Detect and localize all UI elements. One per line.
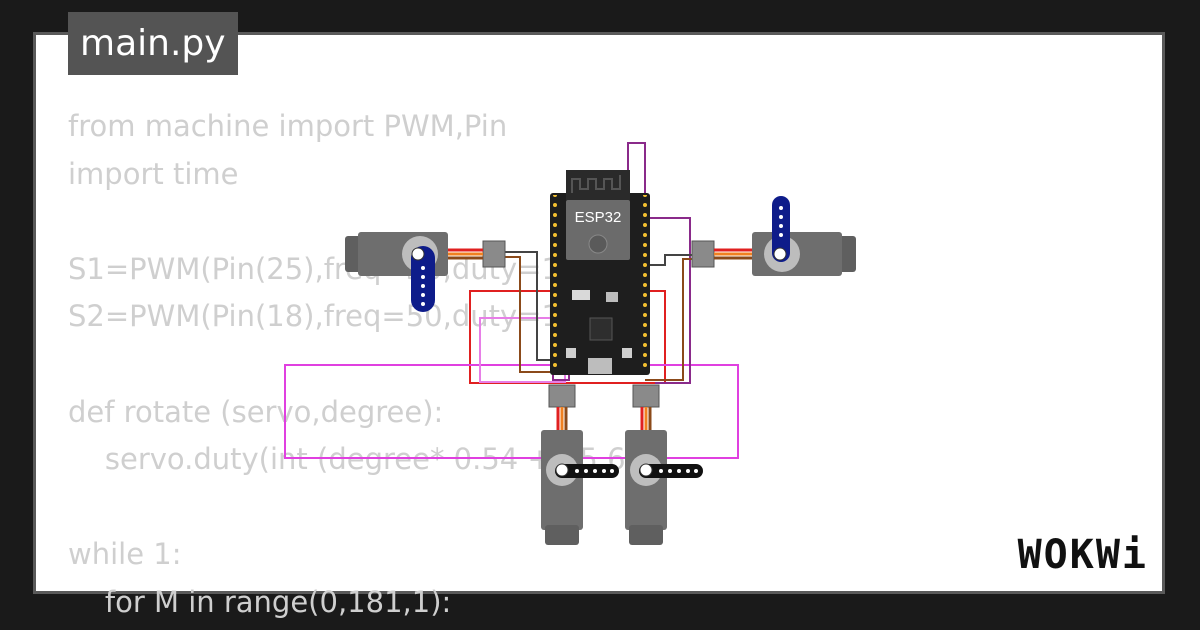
usb-port xyxy=(588,358,612,374)
code-line: while 1: xyxy=(68,537,182,572)
servo-bottom-left[interactable] xyxy=(541,430,619,545)
connector-left xyxy=(482,240,506,268)
pin-header-left xyxy=(553,195,559,370)
code-line: for M in range(0,181,1): xyxy=(68,584,452,619)
en-button[interactable] xyxy=(566,348,576,358)
code-line: def rotate (servo,degree): xyxy=(68,394,444,429)
espressif-logo xyxy=(588,234,608,254)
code-line: S2=PWM(Pin(18),freq=50,duty=1 xyxy=(68,299,560,334)
wire-brown-right xyxy=(645,258,704,381)
wokwi-logo: WOKWi xyxy=(1017,532,1148,578)
connector-bottom-left xyxy=(548,384,576,408)
wire-gray-right xyxy=(648,254,704,266)
wire-brown-left xyxy=(497,256,555,373)
boot-button[interactable] xyxy=(622,348,632,358)
wires xyxy=(284,142,739,459)
connector-bottom-right xyxy=(632,384,660,408)
servo-horn xyxy=(772,196,790,262)
file-tab[interactable]: main.py xyxy=(68,12,238,75)
code-line: import time xyxy=(68,156,239,191)
code-line: from machine import PWM,Pin xyxy=(68,109,508,143)
wire-gray-left xyxy=(497,251,553,361)
board-label: ESP32 xyxy=(575,209,622,226)
wire-magenta xyxy=(284,364,739,459)
servo-right[interactable] xyxy=(752,196,856,276)
servo-left[interactable] xyxy=(345,232,448,312)
wifi-module xyxy=(566,200,630,260)
esp32-board[interactable]: ESP32 xyxy=(550,170,650,375)
code-line: servo.duty(int (degree* 0.54 + 25.6) xyxy=(68,442,637,477)
pin-header-right xyxy=(641,195,647,370)
servo-bottom-right[interactable] xyxy=(625,430,703,545)
connectors xyxy=(482,240,715,408)
antenna-trace xyxy=(571,175,621,193)
connector-right xyxy=(691,240,715,268)
preview-card: from machine import PWM,Pin import time … xyxy=(33,32,1165,619)
